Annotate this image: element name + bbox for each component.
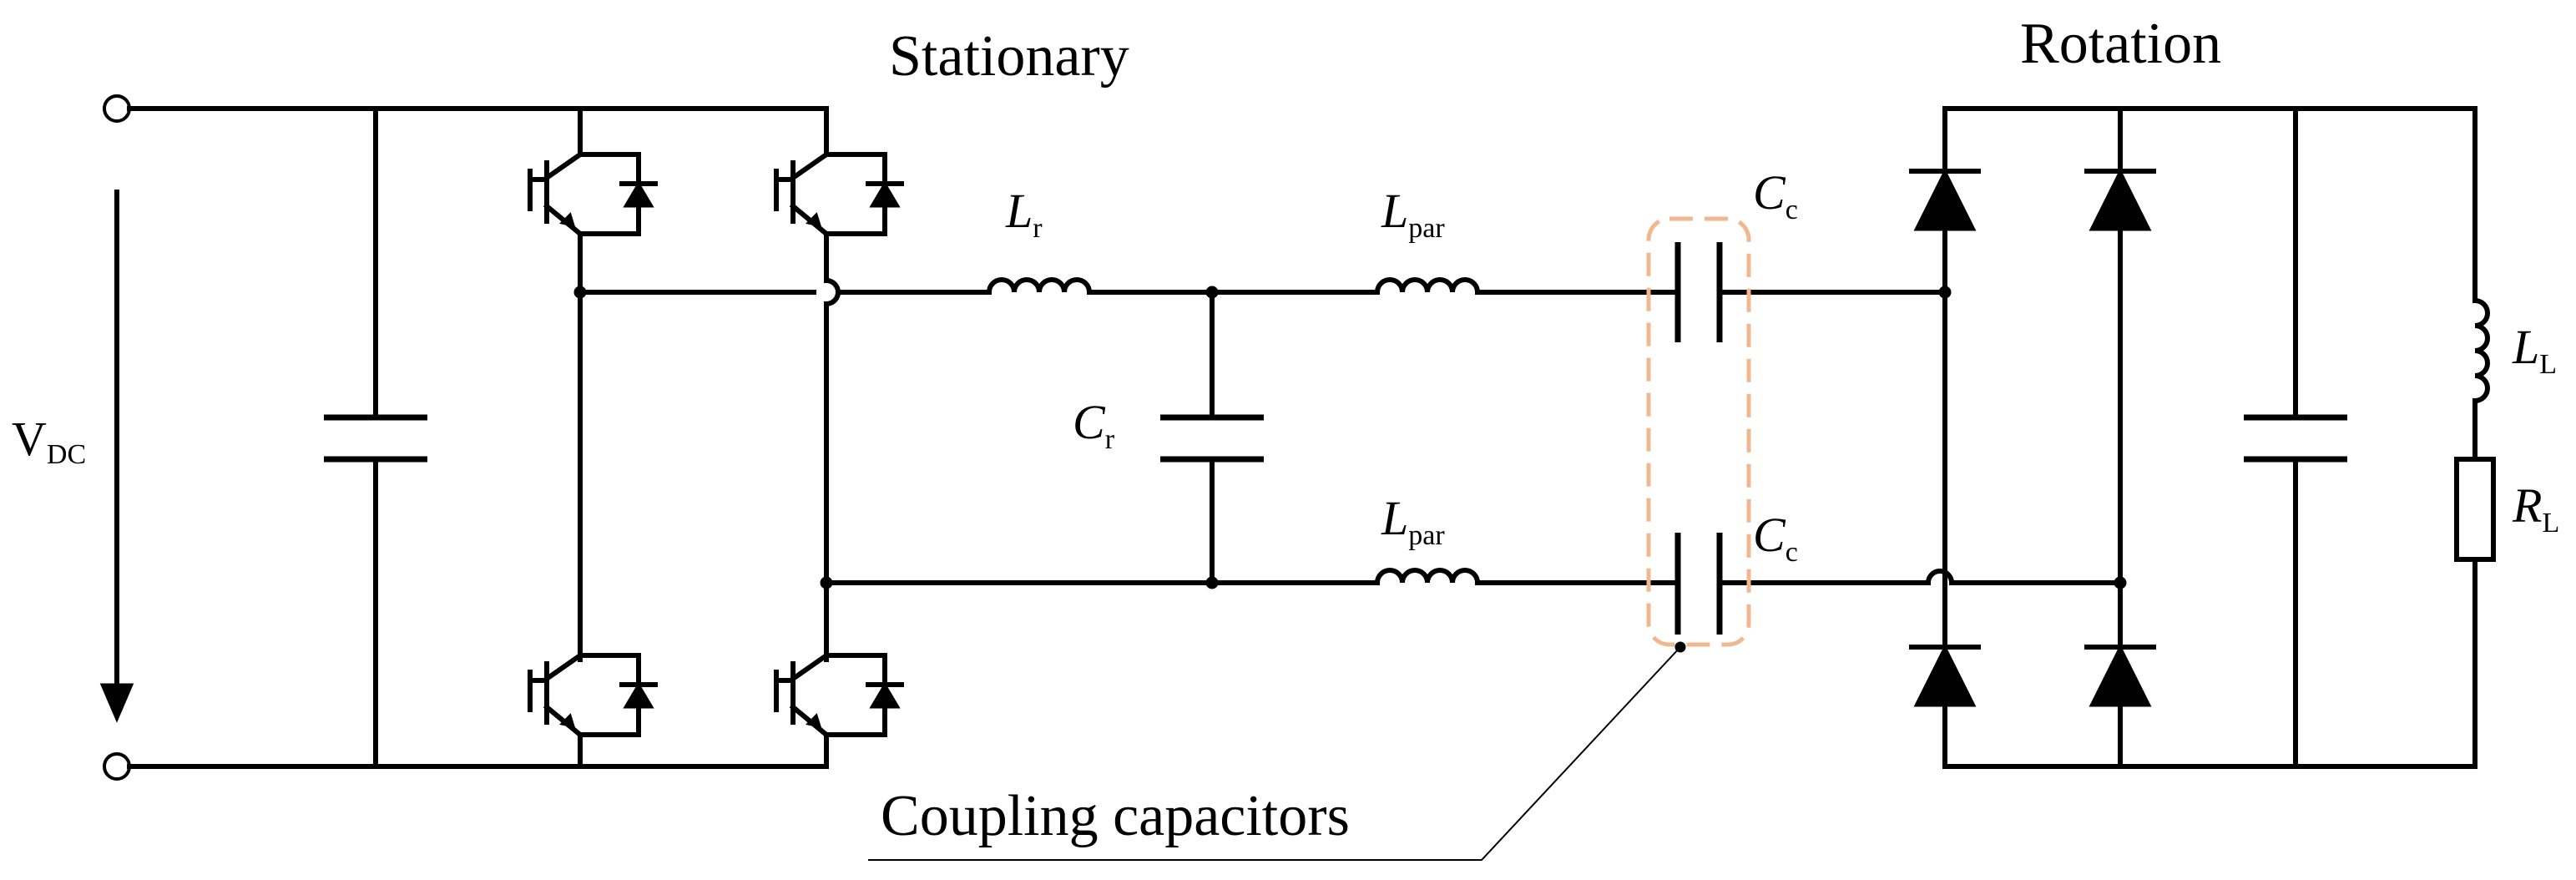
coupling-capacitors [868,216,1751,861]
rl-resistor [2454,457,2496,562]
stationary-label: Stationary [889,24,1129,89]
positive-terminal [103,94,131,123]
cc-bottom-label: Cc [1753,508,1798,568]
ll-inductor [2472,297,2490,404]
lpar-bottom-inductor [1374,568,1481,586]
ll-label: LL [2512,320,2557,380]
lpar-top-inductor [1374,277,1481,296]
lr-label: Lr [1005,184,1043,244]
lpar-top-label: Lpar [1381,184,1445,244]
bottom-rail [824,568,2127,589]
igbt-switch-top-right [774,150,904,238]
coupling-highlight-box [1646,216,1751,647]
rectifier-bridge [1909,106,2478,769]
inverter-bridge [528,106,904,769]
coupling-leader-line [868,646,1681,861]
diode-top-left [1909,168,1981,231]
load [2454,106,2496,769]
igbt-switch-top-left [528,150,658,238]
top-rail [578,277,1947,299]
rl-label: RL [2512,478,2559,539]
diode-bottom-left [1909,644,1981,707]
diode-bottom-right [2084,644,2156,707]
cr-capacitor [1160,290,1264,589]
coupling-capacitors-label: Coupling capacitors [881,784,1350,848]
diode-top-right [2084,168,2156,231]
cc-top-label: Cc [1753,165,1798,225]
dc-link-capacitor [324,106,427,769]
negative-terminal [103,752,131,781]
lpar-bottom-label: Lpar [1381,491,1445,551]
output-capacitor [2244,106,2347,769]
vdc-label: VDC [12,412,86,470]
igbt-switch-bottom-right [774,651,904,739]
lr-inductor [986,277,1093,296]
voltage-arrowhead [99,683,134,723]
rotation-label: Rotation [2020,12,2221,76]
cr-label: Cr [1073,395,1115,455]
igbt-switch-bottom-left [528,651,658,739]
dc-source [99,94,829,781]
